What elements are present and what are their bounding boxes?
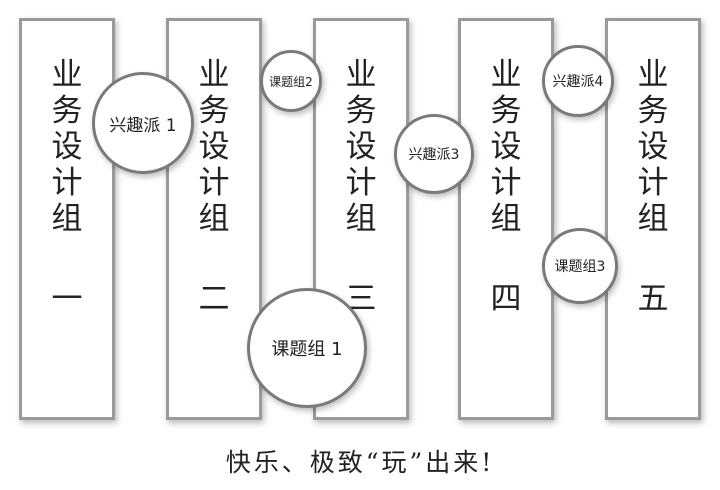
column-number: 五 — [637, 281, 669, 317]
interest-group-3-bubble: 兴趣派3 — [394, 114, 474, 194]
column-title: 业务设计组 — [637, 57, 669, 237]
column-title: 业务设计组 — [345, 57, 377, 237]
interest-group-1-bubble: 兴趣派 1 — [92, 72, 194, 174]
column-title: 业务设计组 — [51, 57, 83, 237]
topic-group-3-bubble: 课题组3 — [542, 228, 618, 304]
column-number: 二 — [198, 281, 230, 317]
design-group-column-4: 业务设计组 四 — [458, 18, 554, 420]
design-group-column-2: 业务设计组 二 — [166, 18, 262, 420]
topic-group-2-bubble: 课题组2 — [260, 50, 322, 112]
design-group-column-5: 业务设计组 五 — [605, 18, 701, 420]
column-number: 一 — [51, 281, 83, 317]
column-title: 业务设计组 — [490, 57, 522, 237]
topic-group-1-bubble: 课题组 1 — [247, 288, 367, 408]
interest-group-4-bubble: 兴趣派4 — [542, 45, 614, 117]
design-group-column-1: 业务设计组 一 — [19, 18, 115, 420]
column-number: 四 — [490, 281, 522, 317]
column-title: 业务设计组 — [198, 57, 230, 237]
slogan-text: 快乐、极致“玩”出来! — [225, 448, 495, 477]
